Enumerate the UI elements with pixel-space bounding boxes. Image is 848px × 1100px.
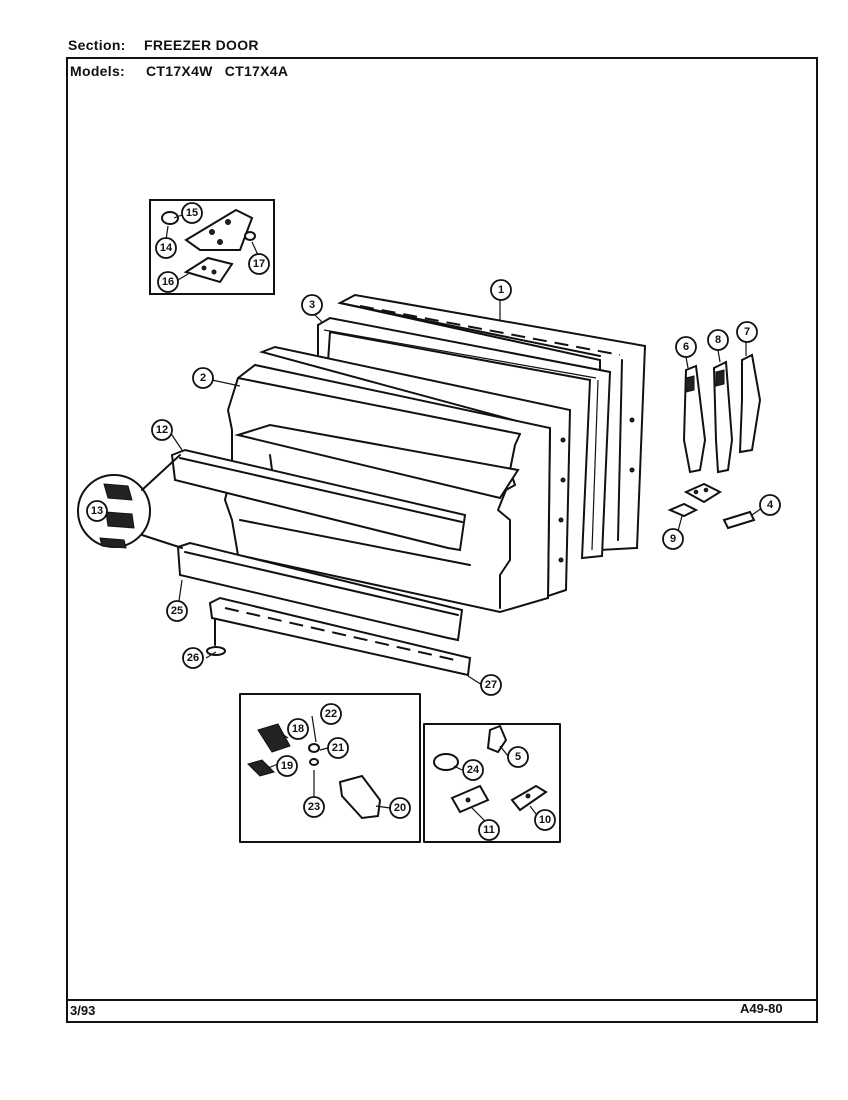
svg-text:11: 11	[483, 824, 495, 836]
latch-parts-inset	[239, 693, 421, 843]
callout-14: 14	[155, 237, 177, 259]
callout-24: 24	[462, 759, 484, 781]
callout-8: 8	[707, 329, 729, 351]
svg-text:27: 27	[485, 679, 497, 691]
callout-11: 11	[478, 819, 500, 841]
screw	[206, 619, 226, 656]
svg-text:5: 5	[515, 751, 521, 763]
svg-text:3: 3	[309, 299, 315, 311]
callout-12: 12	[151, 419, 173, 441]
model-2: CT17X4A	[224, 63, 289, 79]
handle-hardware	[667, 353, 762, 530]
svg-text:23: 23	[308, 801, 320, 813]
callout-22: 22	[320, 703, 342, 725]
svg-text:18: 18	[292, 723, 304, 735]
callout-17: 17	[248, 253, 270, 275]
section-value: FREEZER DOOR	[144, 37, 259, 53]
svg-text:4: 4	[767, 499, 774, 511]
callout-27: 27	[480, 674, 502, 696]
callout-25: 25	[166, 600, 188, 622]
callout-4: 4	[759, 494, 781, 516]
callout-9: 9	[662, 528, 684, 550]
upper-shelf-bar	[170, 448, 467, 552]
svg-text:10: 10	[539, 814, 551, 826]
callout-18: 18	[287, 718, 309, 740]
svg-text:8: 8	[715, 334, 721, 346]
svg-text:14: 14	[160, 242, 173, 254]
svg-text:22: 22	[325, 708, 337, 720]
footer-rule	[66, 999, 818, 1001]
callout-3: 3	[301, 294, 323, 316]
callout-19: 19	[276, 755, 298, 777]
callout-26: 26	[182, 647, 204, 669]
callout-13: 13	[86, 500, 108, 522]
callout-7: 7	[736, 321, 758, 343]
svg-text:7: 7	[744, 326, 750, 338]
svg-text:17: 17	[253, 258, 265, 270]
svg-text:13: 13	[91, 505, 103, 517]
svg-text:19: 19	[281, 760, 293, 772]
models-line: Models: CT17X4W CT17X4A	[70, 63, 300, 79]
svg-text:25: 25	[171, 605, 183, 617]
callout-23: 23	[303, 796, 325, 818]
section-line: Section: FREEZER DOOR	[68, 37, 271, 53]
callout-21: 21	[327, 737, 349, 759]
outer-door-panel	[337, 293, 647, 552]
lower-shelf-bar	[176, 541, 464, 642]
callout-5: 5	[507, 746, 529, 768]
svg-text:12: 12	[156, 424, 168, 436]
footer-code: A49-80	[740, 1001, 783, 1016]
leader-lines	[165, 214, 767, 823]
hinge-kit-inset	[149, 199, 275, 295]
svg-text:6: 6	[683, 341, 689, 353]
svg-text:2: 2	[200, 372, 206, 384]
callout-20: 20	[389, 797, 411, 819]
detail-inset-13	[77, 454, 183, 549]
callout-10: 10	[534, 809, 556, 831]
svg-text:16: 16	[162, 276, 174, 288]
section-label: Section:	[68, 37, 126, 53]
callout-2: 2	[192, 367, 214, 389]
svg-text:21: 21	[332, 742, 344, 754]
svg-text:15: 15	[186, 207, 198, 219]
callout-6: 6	[675, 336, 697, 358]
callout-15: 15	[181, 202, 203, 224]
inner-door-liner	[223, 345, 572, 614]
callout-16: 16	[157, 271, 179, 293]
svg-text:20: 20	[394, 802, 406, 814]
models-label: Models:	[70, 63, 125, 79]
bar-retainer	[208, 596, 472, 677]
svg-text:24: 24	[467, 764, 480, 776]
misc-parts-inset	[423, 723, 561, 843]
footer-date: 3/93	[70, 1003, 96, 1018]
svg-text:1: 1	[498, 284, 504, 296]
callout-1: 1	[490, 279, 512, 301]
svg-text:26: 26	[187, 652, 199, 664]
model-1: CT17X4W	[146, 63, 213, 79]
svg-text:9: 9	[670, 533, 676, 545]
diagram-frame	[66, 57, 818, 1023]
